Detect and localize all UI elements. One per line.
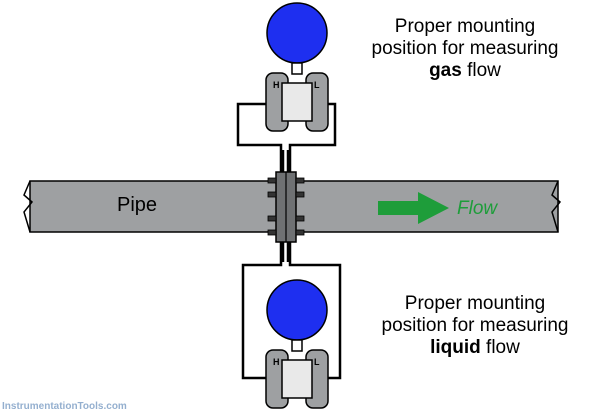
gas-caption: Proper mounting position for measuring g…: [350, 16, 580, 82]
liquid-caption-line1: Proper mounting: [404, 293, 546, 314]
transmitter-top: [265, 2, 329, 132]
watermark: InstrumentationTools.com: [2, 401, 127, 412]
low-port-label-bottom: L: [314, 357, 320, 367]
gas-caption-suffix: flow: [461, 60, 501, 81]
high-port-label-bottom: H: [273, 357, 280, 367]
pipe-label: Pipe: [117, 194, 158, 216]
gas-caption-line1: Proper mounting: [394, 16, 536, 37]
gas-caption-line2: position for measuring: [371, 38, 559, 59]
liquid-caption-suffix: flow: [480, 337, 520, 358]
gas-bold-word: gas: [429, 60, 462, 81]
liquid-bold-word: liquid: [430, 337, 481, 358]
low-port-label-top: L: [314, 80, 320, 90]
liquid-caption: Proper mounting position for measuring l…: [360, 293, 590, 359]
flow-label: Flow: [457, 198, 498, 219]
gas-caption-line3: gas flow: [350, 60, 580, 82]
liquid-caption-line2: position for measuring: [381, 315, 569, 336]
orifice-flange: [267, 171, 305, 243]
liquid-caption-line3: liquid flow: [360, 337, 590, 359]
high-port-label-top: H: [273, 80, 280, 90]
transmitter-bottom: [265, 279, 329, 409]
flow-arrow-icon: [378, 192, 449, 224]
